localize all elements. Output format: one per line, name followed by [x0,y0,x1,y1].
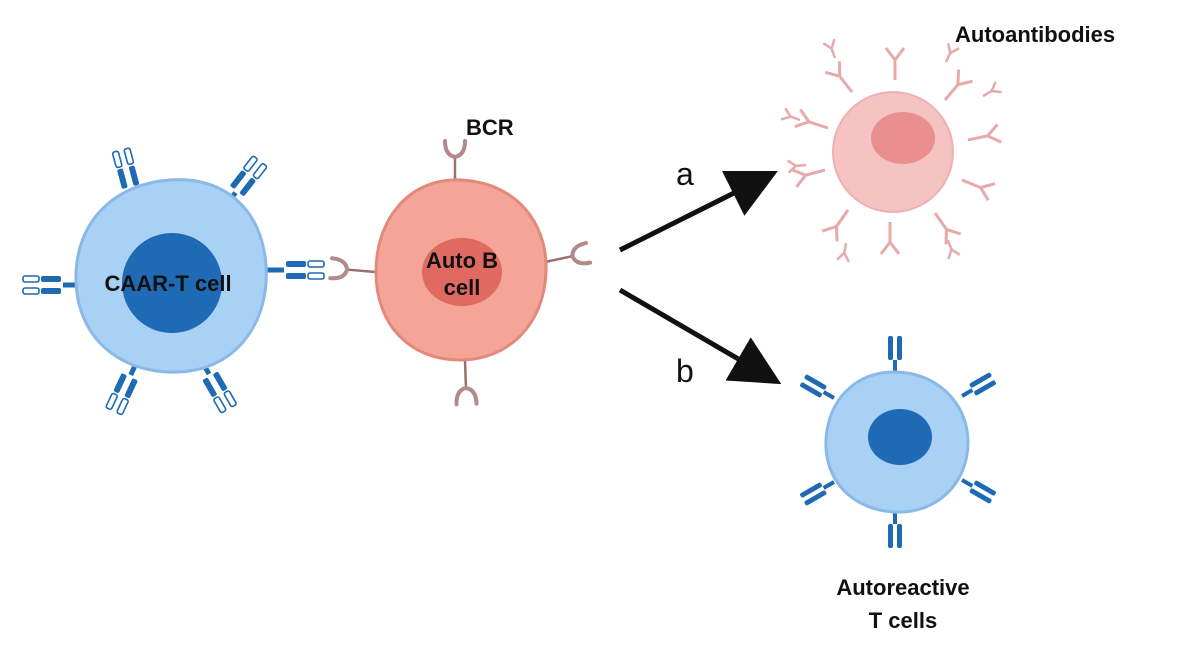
arrow-b [618,287,782,385]
autoreactive-t-cell: Autoreactive T cells [797,334,999,633]
tcr-icon [886,334,904,374]
bcr-icon [540,241,593,274]
free-antibody-icon [821,37,842,62]
tcr-icon [886,510,904,550]
tcr-icon [956,471,999,507]
antibody-icon [879,220,901,256]
free-antibody-icon [978,80,1003,103]
antibody-icon [820,203,857,243]
antibody-icon [884,46,906,82]
arrow-a-label: a [676,156,694,192]
caar-t-cell-label: CAAR-T cell [104,271,231,296]
caar-receptor-icon [262,261,324,279]
arrow-a [618,171,778,253]
auto-b-cell-label-line2: cell [444,275,481,300]
autoantibodies-label: Autoantibodies [955,22,1115,47]
tcr-icon [956,369,999,405]
autoreactive-label-line2: T cells [869,608,937,633]
bcr-icon [455,360,477,405]
bcr-label: BCR [466,115,514,140]
antibody-icon [964,123,1003,151]
plasma-cell-nucleus [871,112,935,164]
free-antibody-icon [835,240,854,264]
antibody-icon [823,59,861,100]
bcr-icon [443,139,467,187]
tcr-icon [797,473,840,509]
free-antibody-icon [779,106,804,127]
autoreactive-t-cell-nucleus [868,409,932,465]
auto-b-cell-label-line1: Auto B [426,248,498,273]
auto-b-cell: Auto B cell BCR [328,115,593,405]
autoreactive-label-line1: Autoreactive [836,575,969,600]
antibody-icon [793,108,833,139]
tcr-icon [797,371,840,407]
t-cell-nucleus [122,233,222,333]
b-cell-nucleus [422,238,502,306]
antibody-icon [926,206,963,246]
antibody-icon [936,68,974,108]
caar-t-cell: CAAR-T cell [23,148,324,415]
antibody-icon [957,170,997,202]
plasma-cell: Autoantibodies [779,22,1115,264]
arrow-b-label: b [676,353,694,389]
bcr-icon [328,256,378,284]
